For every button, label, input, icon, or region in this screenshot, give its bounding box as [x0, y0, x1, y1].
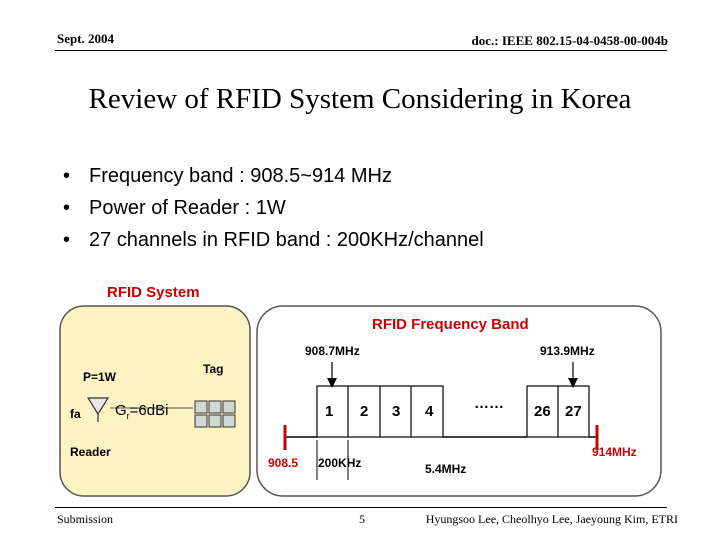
tag-label: Tag — [203, 362, 224, 376]
channel-width: 200KHz — [318, 456, 362, 470]
channel-number: 1 — [325, 403, 334, 420]
bullet-item: • 27 channels in RFID band : 200KHz/chann… — [63, 224, 484, 256]
tag-icon — [208, 414, 222, 428]
bullet-item: • Frequency band : 908.5~914 MHz — [63, 160, 484, 192]
gain-subscript: r — [126, 411, 130, 421]
bullet-text: 27 channels in RFID band : 200KHz/channe… — [89, 229, 484, 251]
antenna-icon — [86, 397, 110, 416]
channel-number: 26 — [534, 403, 551, 420]
bullet-list: • Frequency band : 908.5~914 MHz • Power o… — [63, 160, 484, 256]
channel-number: 27 — [565, 403, 582, 420]
frequency-band-label: RFID Frequency Band — [372, 316, 529, 333]
gain-value: =6dBi — [129, 402, 169, 419]
frequency-band-panel — [256, 305, 662, 497]
arrowhead — [568, 378, 578, 388]
band-start-frequency: 908.5 — [268, 456, 299, 470]
bullet-text: Power of Reader : 1W — [89, 197, 286, 219]
tag-icon — [222, 400, 236, 414]
reader-power: P=1W — [83, 370, 117, 384]
footer-authors: Hyungsoo Lee, Cheolhyo Lee, Jaeyoung Kim… — [425, 512, 678, 526]
fa-label: fa — [70, 407, 81, 421]
header-date: Sept. 2004 — [57, 31, 115, 46]
reader-tag-panel — [59, 305, 251, 497]
panel-background — [256, 305, 662, 497]
gain-symbol: G — [115, 402, 127, 419]
rfid-system-label: RFID System — [107, 284, 200, 301]
header-rule — [55, 50, 667, 51]
first-channel-frequency: 908.7MHz — [305, 344, 360, 358]
channel-ellipsis: …… — [474, 395, 504, 412]
bullet-text: Frequency band : 908.5~914 MHz — [89, 165, 392, 187]
page-number: 5 — [359, 512, 365, 526]
slide-title: Review of RFID System Considering in Kor… — [88, 83, 632, 115]
arrowhead — [327, 378, 337, 388]
band-end-frequency: 914MHz — [592, 445, 637, 459]
tag-icon — [222, 414, 236, 428]
reader-label: Reader — [70, 445, 111, 459]
antenna-gain: Gr=6dBi — [115, 402, 168, 421]
bullet-item: • Power of Reader : 1W — [63, 192, 484, 224]
tag-icon — [208, 400, 222, 414]
channel-number: 2 — [360, 403, 369, 420]
tag-icon — [194, 414, 208, 428]
channel-number: 3 — [392, 403, 401, 420]
bullet-icon: • — [63, 197, 71, 219]
channel-number: 4 — [425, 403, 434, 420]
panel-background — [59, 305, 251, 497]
footer-rule — [55, 507, 667, 508]
tag-icon — [194, 400, 208, 414]
bullet-icon: • — [63, 229, 71, 251]
footer-submission: Submission — [57, 512, 114, 526]
bullet-icon: • — [63, 165, 71, 187]
header-doc-id: doc.: IEEE 802.15-04-0458-00-004b — [471, 33, 668, 48]
band-width: 5.4MHz — [425, 462, 467, 476]
last-channel-frequency: 913.9MHz — [540, 344, 595, 358]
